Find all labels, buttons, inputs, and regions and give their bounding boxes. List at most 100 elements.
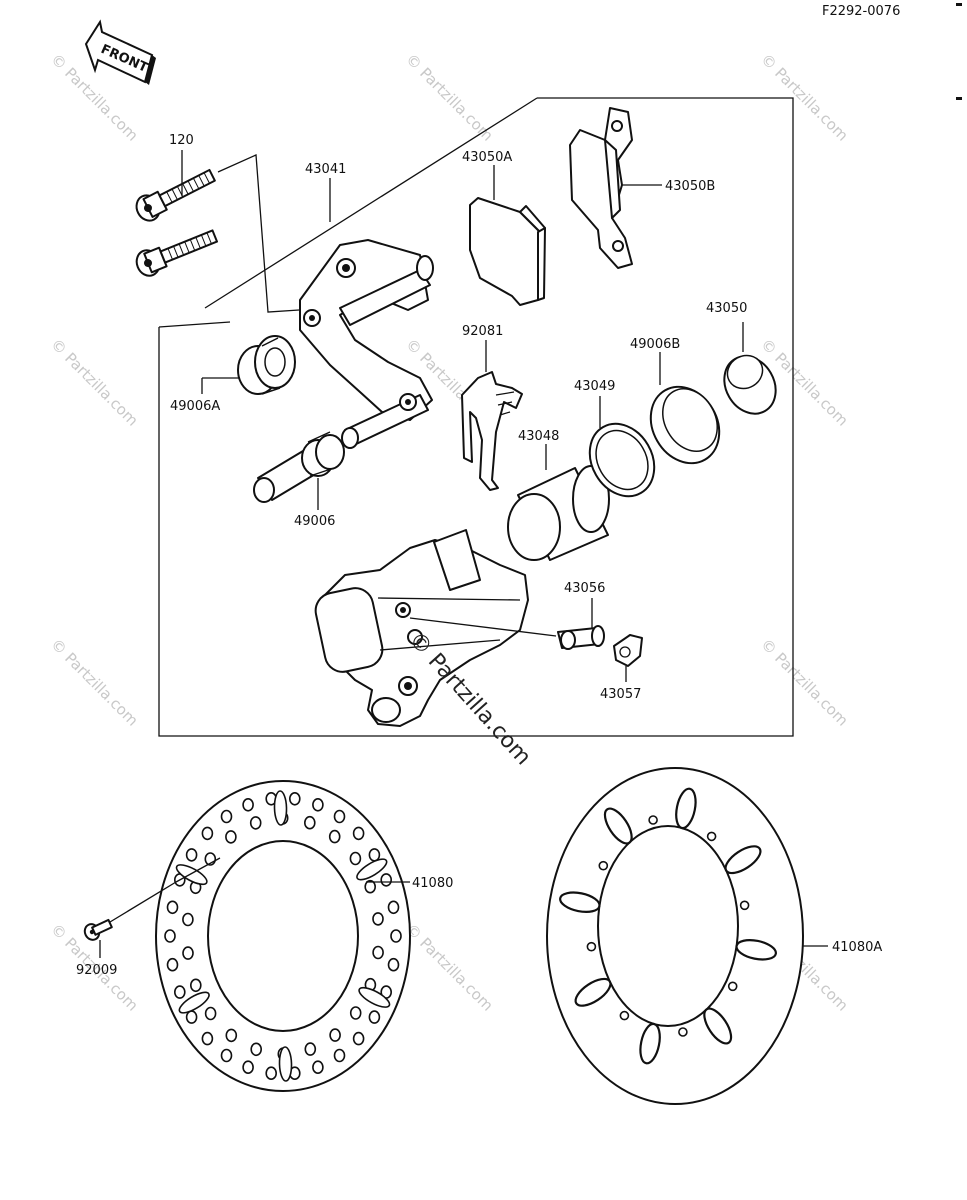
label-120: 120 [169,133,194,148]
watermark: © Partzilla.com [402,50,497,145]
disc-cutout [603,807,633,845]
bolt-120 [135,168,216,222]
disc-hole [387,957,400,972]
label-43041: 43041 [305,162,346,177]
disc-hole [190,978,202,993]
label-92081: 92081 [462,324,503,339]
margin-mark [956,97,962,100]
disc-hole [166,957,179,972]
disc-cutout [724,845,762,875]
watermark: © Partzilla.com [402,920,497,1015]
disc-hole [727,981,738,992]
disc-slot [358,986,391,1008]
disc-hole [352,826,365,841]
piston-43048 [507,465,610,561]
disc-drill-holes [164,790,402,1082]
disc-hole [380,873,393,887]
disc-hole [349,1006,362,1020]
caliper-body [314,529,529,727]
label-92009: 92009 [76,963,117,978]
disc-slot [178,991,210,1014]
cap-43057 [613,634,643,667]
disc-hole [201,1031,214,1046]
front-arrow: FRONT [84,19,156,85]
disc-hole [303,815,316,830]
part-labels: 120 43041 43050A 43050B 92081 43050 4900… [76,133,882,978]
boot-49006A [237,335,296,395]
disc-cutout [675,787,697,830]
disc-hole [288,791,301,806]
disc-hole [648,815,658,825]
label-43048: 43048 [518,429,559,444]
bleeder-43056 [557,625,605,650]
disc-hole [349,851,362,866]
bolt-120 [135,229,219,277]
disc-hole [185,848,198,862]
watermark: © Partzilla.com [757,635,852,730]
disc-hole [201,826,214,841]
disc-hole [242,1060,254,1074]
disc-hole [220,809,233,824]
label-49006A: 49006A [170,399,220,414]
disc-hole [225,1028,238,1043]
disc-hole [387,900,400,915]
brake-disc-41080A [546,767,804,1105]
label-49006B: 49006B [630,337,680,352]
label-43050A: 43050A [462,150,512,165]
disc-cutout [574,977,612,1007]
spring-clip-92081 [461,371,523,491]
disc-hole [249,816,262,830]
disc-cutouts [559,787,777,1065]
disc-hole [678,1027,688,1037]
disc-hole [333,1048,346,1063]
disc-hole [333,809,346,824]
disc-hole [368,1010,381,1024]
disc-slot [273,790,288,826]
disc-hole [372,912,384,926]
disc-hole [312,797,324,812]
figure-code: F2292-0076 [822,4,900,19]
disc-hole [390,929,402,943]
disc-slot [278,1046,293,1082]
brake-pad-43050A [469,197,546,306]
disc-cutout [639,1022,661,1065]
disc-hole [312,1060,324,1074]
disc-hole [328,829,341,844]
disc-hole [185,1010,198,1024]
cap-43050 [723,354,777,415]
disc-hole [164,929,176,943]
disc-cutout [703,1007,733,1045]
watermark: © Partzilla.com [47,635,142,730]
disc-hole [586,941,597,952]
disc-cutout [735,939,777,961]
disc-hole [619,1010,630,1021]
assembly-frame [158,97,794,737]
disc-hole [166,900,179,915]
disc-hole [352,1031,365,1046]
disc-hole [242,797,254,812]
label-41080: 41080 [412,876,453,891]
disc-hole [182,946,194,960]
dust-seal-49006B [649,385,721,465]
watermark: © Partzilla.com [47,335,142,430]
label-43057: 43057 [600,687,641,702]
disc-hole [372,945,384,960]
piston-seal-43049 [588,422,656,498]
margin-mark [956,3,962,6]
label-49006: 49006 [294,514,335,529]
disc-hole [304,1042,317,1056]
disc-bolt-92009 [83,918,113,941]
disc-hole [364,879,377,894]
disc-hole [329,1028,341,1042]
disc-hole [250,1042,263,1057]
disc-slot [356,858,388,881]
disc-hole [368,848,381,862]
caliper-bracket-43041 [299,239,434,449]
label-43056: 43056 [564,581,605,596]
disc-hole [182,912,194,927]
disc-hole [220,1048,233,1063]
brake-pad-43050B [569,107,633,269]
disc-slot [175,864,208,886]
